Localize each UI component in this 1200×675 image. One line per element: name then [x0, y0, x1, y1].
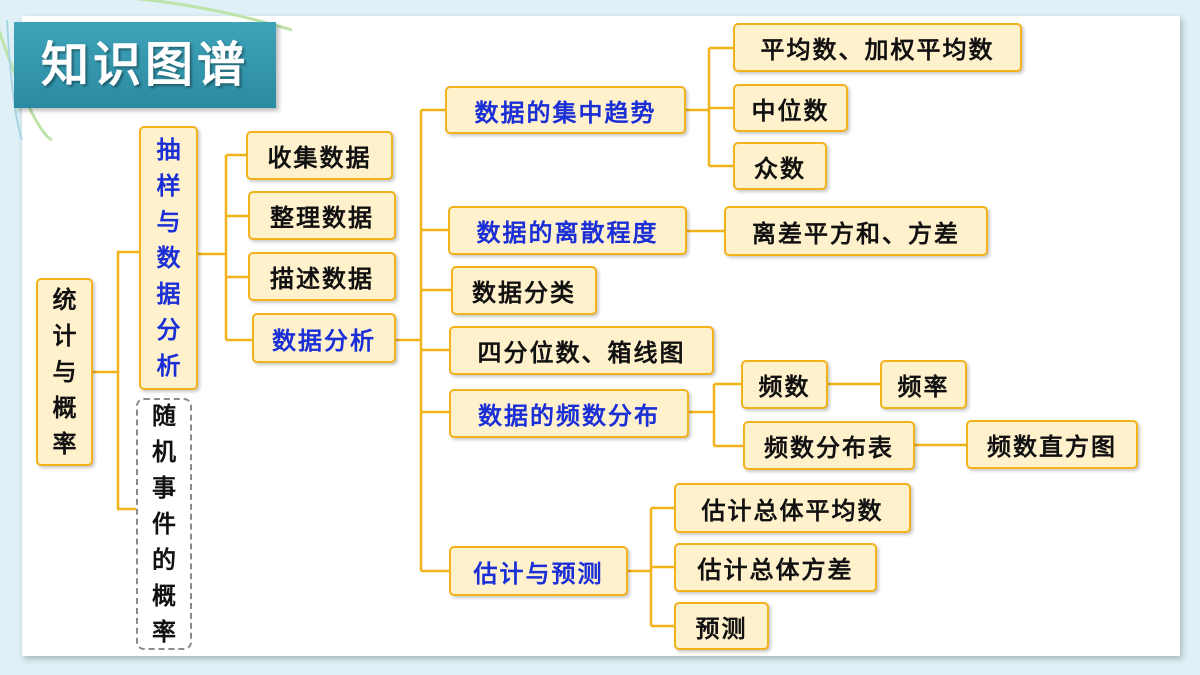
- node-frequency-histogram: 频数直方图: [966, 420, 1138, 469]
- node-estimate-population-mean: 估计总体平均数: [674, 483, 911, 533]
- node-frequency-rate: 频率: [880, 360, 967, 409]
- node-data-classification: 数据分类: [451, 266, 597, 315]
- node-quartile-boxplot: 四分位数、箱线图: [449, 326, 714, 375]
- page-title: 知识图谱: [40, 37, 249, 93]
- node-frequency-distribution: 数据的频数分布: [449, 389, 689, 438]
- node-sampling-analysis: 抽样与数据分析: [139, 126, 198, 390]
- node-frequency-count: 频数: [741, 360, 828, 409]
- node-collect-data: 收集数据: [246, 131, 393, 180]
- title-banner: 知识图谱: [14, 22, 276, 108]
- node-estimate-population-variance: 估计总体方差: [674, 543, 877, 592]
- node-statistics-probability: 统计与概率: [36, 278, 93, 466]
- node-central-tendency: 数据的集中趋势: [445, 86, 686, 134]
- node-organize-data: 整理数据: [248, 191, 396, 240]
- node-deviation-variance: 离差平方和、方差: [724, 206, 988, 256]
- node-random-event-probability: 随机事件的概率: [136, 398, 192, 650]
- node-dispersion: 数据的离散程度: [448, 206, 687, 255]
- node-describe-data: 描述数据: [248, 252, 396, 301]
- node-data-analysis: 数据分析: [252, 313, 396, 363]
- node-median: 中位数: [733, 84, 848, 132]
- node-mean-weighted-mean: 平均数、加权平均数: [733, 23, 1022, 72]
- node-frequency-table: 频数分布表: [743, 421, 915, 470]
- node-prediction: 预测: [674, 602, 769, 650]
- node-mode: 众数: [733, 142, 827, 190]
- node-estimate-predict: 估计与预测: [449, 546, 628, 596]
